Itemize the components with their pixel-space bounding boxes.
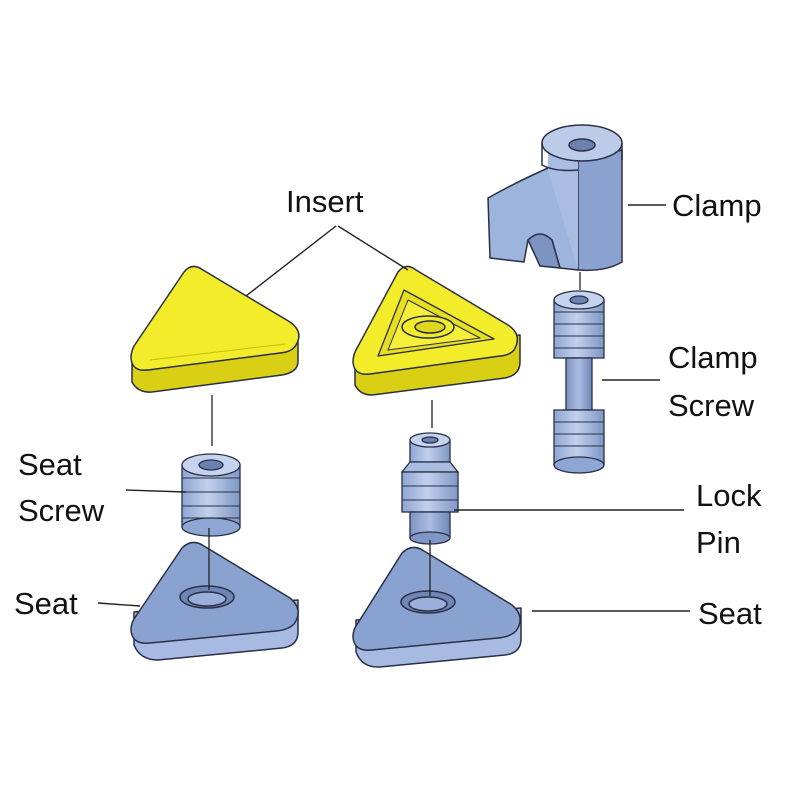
label-insert: Insert (286, 184, 364, 219)
insert-right (352, 265, 521, 396)
seat-left-part (130, 541, 299, 661)
label-clamp-screw-line2: Screw (668, 388, 755, 423)
label-lock-pin-line1: Lock (696, 478, 762, 513)
assembly-axis-lines (208, 272, 581, 596)
leader-lines (97, 204, 690, 612)
label-clamp-screw-line1: Clamp (668, 340, 758, 375)
lock-pin-part (400, 432, 460, 545)
label-seat-screw-line1: Seat (18, 447, 82, 482)
clamp-screw-part (553, 290, 605, 474)
clamp-part (487, 124, 623, 272)
label-seat-right: Seat (698, 596, 762, 631)
seat-right-part (352, 546, 522, 668)
insert-left (130, 265, 300, 393)
label-seat-left: Seat (14, 586, 78, 621)
label-clamp: Clamp (672, 188, 762, 223)
seat-screw-part (181, 453, 241, 537)
label-lock-pin-line2: Pin (696, 525, 741, 560)
label-seat-screw-line2: Screw (18, 493, 105, 528)
